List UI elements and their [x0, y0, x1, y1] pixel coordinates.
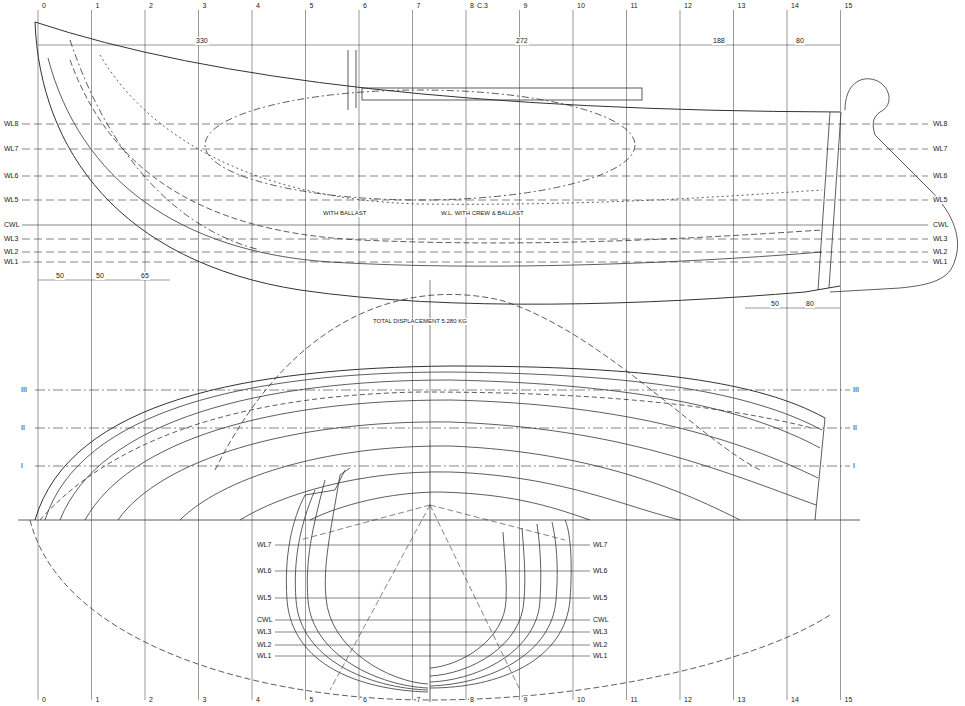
- station-number: 8: [469, 2, 475, 10]
- waterline-label: WL6: [256, 567, 272, 575]
- dimension: 272: [515, 37, 529, 45]
- station-number: 3: [202, 2, 208, 10]
- station-number: 9: [523, 696, 529, 704]
- waterline-label: CWL: [592, 616, 610, 624]
- waterline-label: CWL: [256, 616, 274, 624]
- station-number: 8: [469, 696, 475, 704]
- waterline-label: WL3: [592, 628, 608, 636]
- diagonal-label: II: [852, 424, 858, 432]
- waterline-label: CWL: [3, 221, 21, 229]
- waterline-label: WL7: [592, 541, 608, 549]
- waterline-label: WL1: [592, 652, 608, 660]
- waterline-label: WL6: [3, 172, 19, 180]
- dimension: 50: [770, 300, 780, 308]
- station-number: 6: [362, 696, 368, 704]
- station-number: 0: [41, 2, 47, 10]
- waterline-label: WL2: [3, 248, 19, 256]
- station-number: 1: [95, 2, 101, 10]
- station-number: 13: [737, 696, 747, 704]
- diagonal-label: I: [20, 462, 24, 470]
- sheet-number: C.3: [476, 2, 489, 10]
- waterline-label: WL6: [932, 172, 948, 180]
- dimension: 188: [712, 37, 726, 45]
- station-number: 7: [416, 696, 422, 704]
- station-number: 5: [309, 2, 315, 10]
- station-number: 12: [683, 696, 693, 704]
- waterline-label: CWL: [932, 221, 950, 229]
- waterline-label: WL5: [592, 594, 608, 602]
- note: W.L. WITH CREW & BALLAST: [440, 210, 525, 217]
- station-number: 4: [255, 2, 261, 10]
- diagonal-label: I: [852, 462, 856, 470]
- station-number: 6: [362, 2, 368, 10]
- station-number: 15: [844, 2, 854, 10]
- waterline-label: WL5: [932, 196, 948, 204]
- dimension: 65: [140, 272, 150, 280]
- waterline-label: WL3: [256, 628, 272, 636]
- waterline-label: WL8: [932, 120, 948, 128]
- waterline-label: WL3: [932, 235, 948, 243]
- station-number: 2: [148, 696, 154, 704]
- waterline-label: WL1: [256, 652, 272, 660]
- waterline-label: WL7: [932, 145, 948, 153]
- station-number: 10: [576, 2, 586, 10]
- waterline-label: WL3: [3, 235, 19, 243]
- station-number: 15: [844, 696, 854, 704]
- waterline-label: WL2: [932, 248, 948, 256]
- station-number: 7: [416, 2, 422, 10]
- waterline-label: WL8: [3, 120, 19, 128]
- station-number: 14: [790, 2, 800, 10]
- station-number: 9: [523, 2, 529, 10]
- waterline-label: WL1: [3, 258, 19, 266]
- station-number: 3: [202, 696, 208, 704]
- waterline-label: WL6: [592, 567, 608, 575]
- station-number: 12: [683, 2, 693, 10]
- station-number: 2: [148, 2, 154, 10]
- station-number: 10: [576, 696, 586, 704]
- diagonal-label: II: [20, 424, 26, 432]
- note: WITH BALLAST: [322, 210, 367, 217]
- waterline-label: WL2: [592, 641, 608, 649]
- station-number: 14: [790, 696, 800, 704]
- dimension: 80: [805, 300, 815, 308]
- waterline-label: WL1: [932, 258, 948, 266]
- station-number: 13: [737, 2, 747, 10]
- waterline-label: WL7: [256, 541, 272, 549]
- waterline-label: WL7: [3, 145, 19, 153]
- note: TOTAL DISPLACEMENT 5.280 KG: [372, 318, 468, 325]
- dimension: 50: [55, 272, 65, 280]
- dimension: 330: [195, 37, 209, 45]
- dimension: 80: [795, 37, 805, 45]
- waterline-label: WL5: [3, 196, 19, 204]
- station-number: 4: [255, 696, 261, 704]
- station-number: 5: [309, 696, 315, 704]
- diagonal-label: III: [20, 386, 28, 394]
- station-number: 1: [95, 696, 101, 704]
- station-number: 11: [630, 2, 639, 10]
- diagonal-label: III: [852, 386, 860, 394]
- station-number: 0: [41, 696, 47, 704]
- waterline-label: WL5: [256, 594, 272, 602]
- dimension: 50: [95, 272, 105, 280]
- waterline-label: WL2: [256, 641, 272, 649]
- station-number: 11: [630, 696, 639, 704]
